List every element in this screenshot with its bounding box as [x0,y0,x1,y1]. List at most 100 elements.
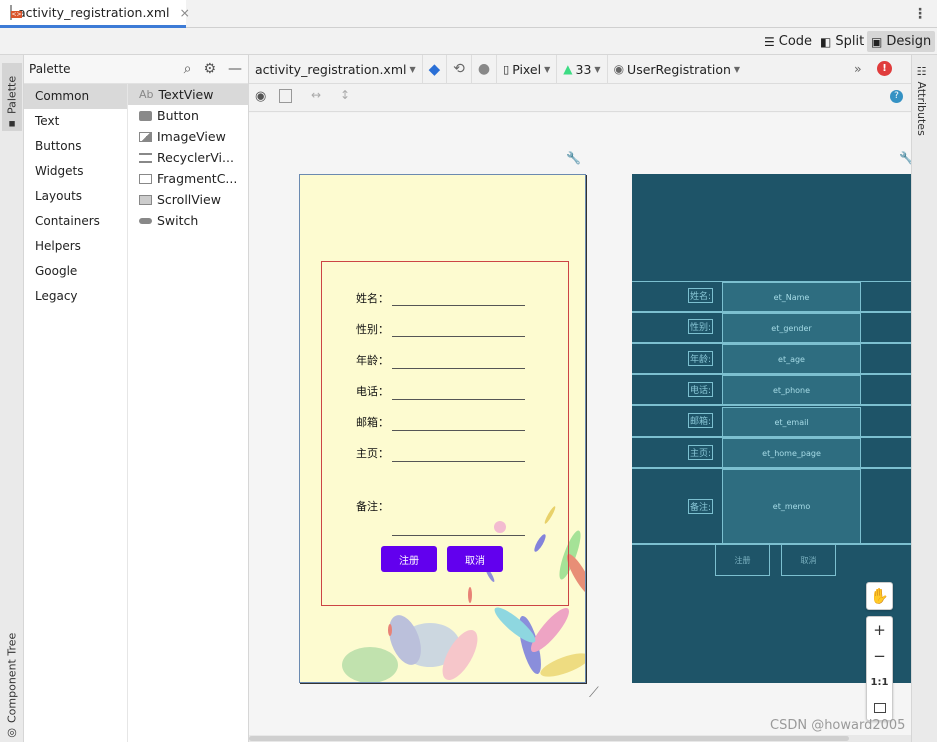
resize-handle-icon[interactable]: ⟋ [589,685,599,701]
blueprint-field[interactable]: et_age [722,344,861,374]
category-item[interactable]: Helpers [35,239,81,253]
device-dropdown[interactable]: ▯ Pixel ▼ [497,54,558,84]
gear-icon[interactable]: ⚙ [203,61,216,77]
homepage-input[interactable] [392,461,525,462]
widget-switch[interactable]: Switch [128,210,249,231]
blueprint-label: 姓名: [688,288,714,303]
editor-tab-bar: activity_registration.xml × ⋮ [0,0,937,28]
blueprint-register-button[interactable]: 注册 [715,544,770,576]
widget-label: RecyclerVi... [157,150,234,165]
code-icon: ☰ [764,34,775,49]
blueprint-field[interactable]: et_email [722,407,861,437]
register-button[interactable]: 注册 [381,546,437,572]
scrollbar-thumb[interactable] [249,736,849,741]
form-container[interactable]: 姓名： 性别： 年龄： 电话： 邮箱： 主页： 备注： 注册 取消 [321,261,569,606]
zoom-in-button[interactable]: + [873,621,886,639]
error-icon[interactable]: ! [877,61,892,76]
file-tab[interactable]: activity_registration.xml × [0,0,190,28]
category-item[interactable]: Buttons [35,139,82,153]
file-dropdown[interactable]: activity_registration.xml ▼ [249,54,423,84]
category-item[interactable]: Text [35,114,60,128]
category-item[interactable]: Widgets [35,164,84,178]
api-dropdown[interactable]: ▲ 33 ▼ [557,54,608,84]
blueprint-toggle-icon[interactable] [279,89,292,103]
widget-button[interactable]: Button [128,105,249,126]
scrollview-icon [139,194,152,205]
phone-input[interactable] [392,399,525,400]
homepage-label: 主页： [356,447,389,460]
blueprint-view[interactable]: 姓名: 性别: 年龄: 电话: 邮箱: 主页: 备注: et_Name et_g… [632,174,911,683]
gender-input[interactable] [392,336,525,337]
close-tab-icon[interactable]: × [179,5,190,20]
design-canvas[interactable]: 🔧 🔧 姓名： [249,113,911,735]
memo-label: 备注： [356,500,389,513]
design-mode-button[interactable]: ▣ Design [867,31,936,52]
widget-textview[interactable]: Ab TextView [128,84,249,105]
email-input[interactable] [392,430,525,431]
component-tree-icon: ◎ [5,727,19,740]
widget-label: TextView [158,87,214,102]
name-label: 姓名： [356,292,389,305]
widget-recyclerview[interactable]: RecyclerVi... [128,147,249,168]
recyclerview-icon [139,152,152,163]
zoom-fit-button[interactable] [867,695,892,721]
activity-icon: ◉ [613,62,625,76]
theme-icon: ● [477,61,491,77]
code-mode-label: Code [778,34,813,49]
cancel-button[interactable]: 取消 [447,546,503,572]
category-item[interactable]: Common [24,84,127,109]
blueprint-field[interactable]: et_Name [722,282,861,312]
layers-button[interactable]: ◆ [423,54,448,84]
age-input[interactable] [392,368,525,369]
blueprint-label: 主页: [688,445,714,460]
wrench-icon[interactable]: 🔧 [566,151,581,165]
code-mode-button[interactable]: ☰ Code [760,31,816,52]
device-label: Pixel [512,61,542,77]
split-mode-button[interactable]: ◧ Split [816,31,868,52]
search-icon[interactable]: ⌕ [183,61,192,77]
blueprint-field[interactable]: et_gender [722,313,861,343]
activity-dropdown[interactable]: ◉ UserRegistration ▼ [608,55,747,84]
widget-imageview[interactable]: ImageView [128,126,249,147]
category-item[interactable]: Google [35,264,78,278]
vertical-resize-icon[interactable]: ↕ [340,88,351,102]
activity-label: UserRegistration [627,61,731,77]
widget-label: ImageView [157,129,226,144]
android-icon: ▲ [563,62,573,76]
wrench-icon[interactable]: 🔧 [899,151,911,165]
blueprint-cancel-button[interactable]: 取消 [781,544,836,576]
overflow-icon[interactable]: » [854,61,862,76]
attributes-side-tab[interactable]: ☷ Attributes [915,65,928,136]
rotate-icon: ⟲ [453,61,465,77]
category-item[interactable]: Layouts [35,189,83,203]
blueprint-field[interactable]: et_home_page [722,438,861,468]
palette-side-tab[interactable]: ▪ Palette [2,63,22,131]
palette-category-list: Common Text Buttons Widgets Layouts Cont… [24,84,128,742]
design-preview[interactable]: 姓名： 性别： 年龄： 电话： 邮箱： 主页： 备注： 注册 取消 [299,174,586,683]
category-item[interactable]: Containers [35,214,100,228]
more-options-icon[interactable]: ⋮ [913,6,927,22]
orientation-button[interactable]: ⟲ [447,54,472,84]
widget-fragmentcontainer[interactable]: FragmentC... [128,168,249,189]
memo-input[interactable] [392,535,525,536]
theme-button[interactable]: ● [472,54,498,84]
eye-icon[interactable]: ◉ [255,89,267,104]
component-tree-side-tab[interactable]: ◎ Component Tree [2,620,22,740]
zoom-actual-size-button[interactable]: 1:1 [870,676,889,688]
widget-scrollview[interactable]: ScrollView [128,189,249,210]
palette-title: Palette [29,62,71,76]
widget-label: Switch [157,213,199,228]
xml-file-icon [10,5,22,20]
blueprint-field[interactable]: et_phone [722,375,861,405]
blueprint-memo-field[interactable]: et_memo [722,469,861,544]
horizontal-scrollbar[interactable] [249,735,911,742]
watermark: CSDN @howard2005 [770,718,906,733]
horizontal-resize-icon[interactable]: ↔ [311,88,322,102]
zoom-out-button[interactable]: − [873,647,886,665]
minimize-icon[interactable]: — [228,61,242,77]
category-item[interactable]: Legacy [35,289,78,303]
pan-button[interactable]: ✋ [866,582,893,610]
help-icon[interactable]: ? [890,90,903,103]
name-input[interactable] [392,305,525,306]
fit-screen-icon [873,703,886,713]
